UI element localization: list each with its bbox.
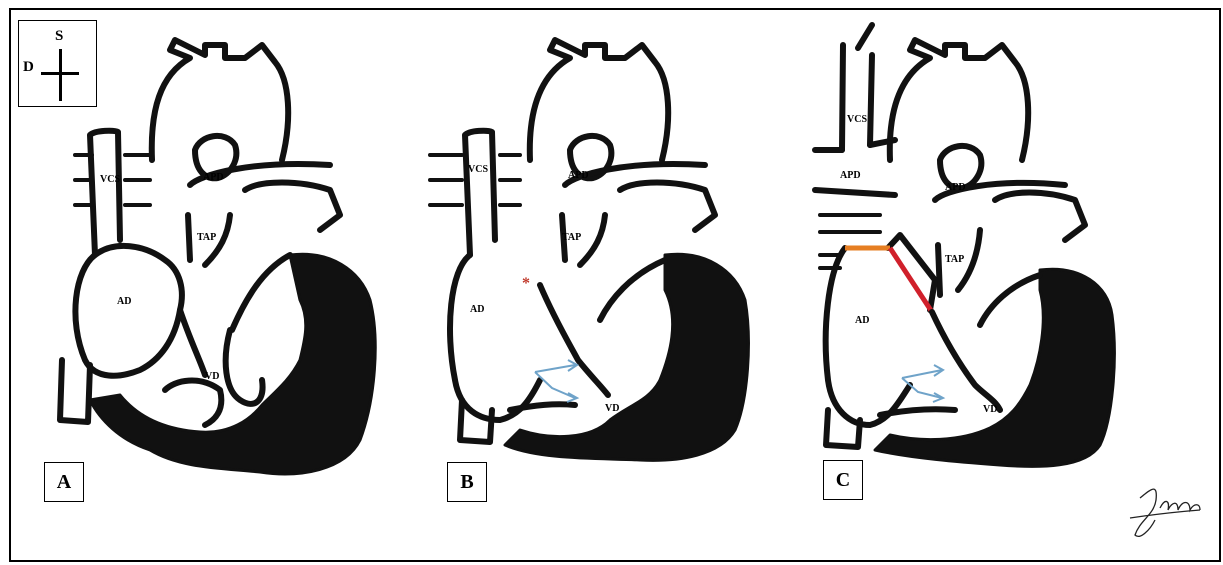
heart-a-vd-label: VD [205,371,219,382]
heart-c-rv-wall [932,312,1000,410]
heart-b-ad-label: AD [470,304,484,315]
heart-c-ad-label: AD [855,315,869,326]
heart-a-tap-label: TAP [197,232,216,243]
heart-c-lpa [995,193,1085,241]
heart-c-vcs [842,25,872,150]
heart-a-ventricle-wall [90,254,375,474]
heart-c-flow-arrows [902,365,943,402]
heart-a-apd-label: APD [203,172,224,183]
heart-c-tap-label: TAP [945,254,964,265]
heart-c-baffle [888,235,935,310]
panel-label-c: C [823,460,863,500]
heart-c-right-atrium [826,248,910,425]
heart-c: VCS APD APD TAP AD VD [815,25,1114,466]
heart-a-vcs [90,131,120,255]
panel-label-a: A [44,462,84,502]
heart-a-lv-outline [232,255,290,330]
heart-a-ad-label: AD [117,296,131,307]
heart-c-apd-left [815,140,895,195]
heart-b-vcs [465,131,495,255]
heart-c-aorta [890,40,1028,160]
heart-a-septum [226,330,263,404]
heart-c-apd-left-label: APD [840,170,861,181]
heart-a-right-atrium [75,246,181,376]
heart-c-tricuspid [880,409,955,415]
heart-b-aorta [530,40,668,160]
heart-b: * VCS APD TAP AD VD [430,40,748,460]
heart-c-vd-label: VD [983,404,997,415]
heart-b-rv-wall [540,285,608,395]
heart-a-vcs-label: VCS [100,174,120,185]
heart-a-ivc [60,360,90,422]
heart-c-ventricle-wall [875,269,1114,466]
heart-b-vd-label: VD [605,403,619,414]
heart-b-asterisk-marker: * [522,275,530,292]
heart-b-lpa [620,183,715,231]
heart-b-vcs-label: VCS [468,164,488,175]
heart-a: VCS APD TAP AD VD [60,40,375,474]
heart-a-lpa [245,183,340,231]
author-signature [1130,489,1200,536]
heart-c-vcs-label: VCS [847,114,867,125]
heart-b-vcs-branches [430,155,520,205]
heart-b-apd-label: APD [568,170,589,181]
heart-c-pa-branches [820,215,880,268]
heart-c-septum [980,275,1040,325]
heart-c-red-line [890,248,932,312]
heart-a-aorta [152,40,288,160]
heart-c-apd-label: APD [945,182,966,193]
heart-b-septum [600,260,665,320]
heart-b-tap-label: TAP [562,232,581,243]
heart-b-tricuspid [510,404,575,410]
panel-label-b: B [447,462,487,502]
